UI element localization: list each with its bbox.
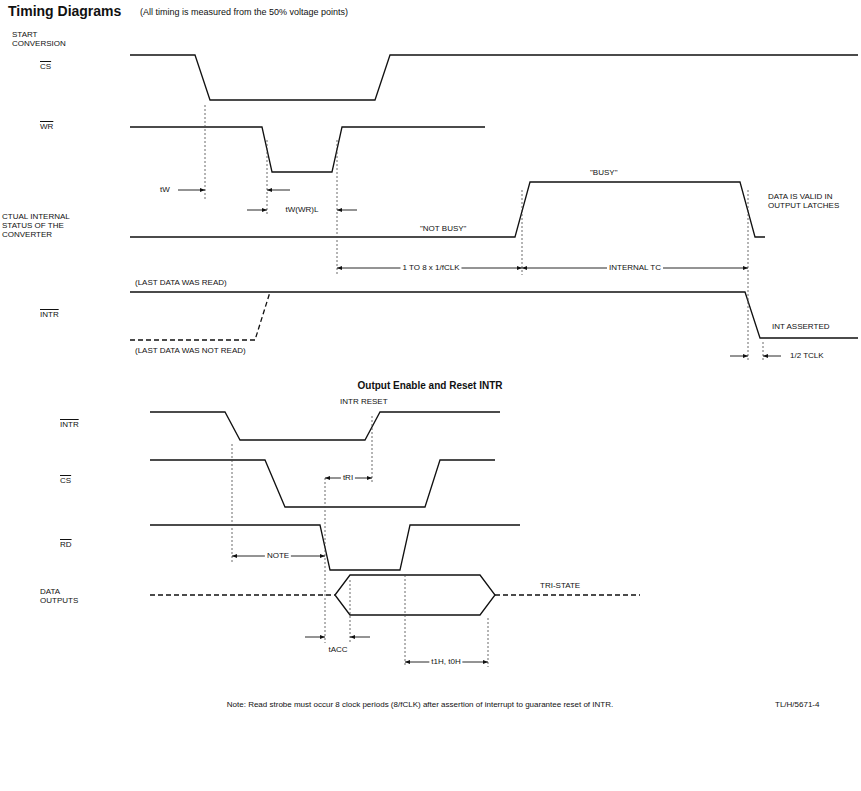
signal-waveform — [130, 127, 485, 172]
signal-waveform — [130, 292, 858, 338]
signal-waveform — [130, 292, 270, 340]
diagram-title: Timing Diagrams — [8, 3, 121, 19]
dimension-arrow — [305, 637, 325, 638]
signal-label: INTR RESET — [340, 397, 388, 406]
signal-waveform — [130, 55, 858, 100]
reference-line — [350, 580, 351, 643]
dimension-arrow — [350, 637, 370, 638]
signal-label: (LAST DATA WAS READ) — [135, 278, 227, 287]
signal-label: 1/2 TCLK — [790, 351, 824, 360]
dimension-arrow — [267, 190, 290, 191]
signal-label: DATA IS VALID IN OUTPUT LATCHES — [768, 192, 854, 210]
signal-label: t1H, t0H — [429, 657, 462, 666]
reference-line — [522, 190, 523, 275]
signal-label: DATA OUTPUTS — [40, 587, 90, 605]
signal-label: tACC — [328, 645, 347, 654]
reference-line — [405, 575, 406, 667]
signal-label: "NOT BUSY" — [420, 224, 466, 233]
signal-label: TL/H/5671-4 — [775, 700, 819, 709]
signal-waveform — [130, 182, 765, 237]
signal-label: (All timing is measured from the 50% vol… — [140, 7, 348, 17]
signal-label: RD — [60, 540, 72, 549]
signal-label: 1 TO 8 x 1/fCLK — [400, 263, 461, 272]
reference-line — [337, 140, 338, 275]
signal-label: "BUSY" — [590, 168, 617, 177]
signal-label: TRI-STATE — [540, 581, 580, 590]
signal-label: INTERNAL TC — [607, 263, 663, 272]
signal-label: INTR — [40, 310, 59, 319]
signal-label: INT ASSERTED — [772, 322, 830, 331]
reference-line — [325, 478, 326, 643]
section-heading: Output Enable and Reset INTR — [357, 380, 502, 392]
signal-waveform — [150, 412, 500, 440]
signal-label: CTUAL INTERNAL STATUS OF THE CONVERTER — [2, 212, 80, 240]
signal-label: NOTE — [265, 551, 291, 560]
dimension-arrow — [763, 356, 781, 357]
signal-label: tW(WR)L — [286, 205, 319, 214]
signal-label: WR — [40, 122, 53, 131]
footnote: Note: Read strobe must occur 8 clock per… — [227, 700, 613, 709]
signal-label: CS — [40, 62, 51, 71]
signal-label: tW — [160, 185, 170, 194]
dimension-arrow — [178, 190, 205, 191]
reference-line — [372, 416, 373, 484]
signal-waveform — [150, 460, 495, 507]
reference-line — [748, 190, 749, 362]
reference-line — [232, 444, 233, 562]
signal-waveform — [150, 525, 520, 570]
dimension-arrow — [730, 356, 748, 357]
dimension-arrow — [247, 210, 267, 211]
signal-label: CS — [60, 476, 71, 485]
signal-waveform — [335, 575, 495, 615]
signal-label: tRI — [341, 473, 355, 482]
signal-waveform — [150, 594, 335, 595]
dimension-arrow — [337, 210, 357, 211]
signal-label: START CONVERSION — [12, 30, 64, 48]
reference-line — [763, 342, 764, 362]
reference-line — [488, 618, 489, 667]
signal-label: (LAST DATA WAS NOT READ) — [135, 346, 246, 355]
reference-line — [267, 140, 268, 216]
reference-line — [205, 105, 206, 200]
signal-waveform — [495, 594, 640, 595]
signal-label: INTR — [60, 420, 79, 429]
